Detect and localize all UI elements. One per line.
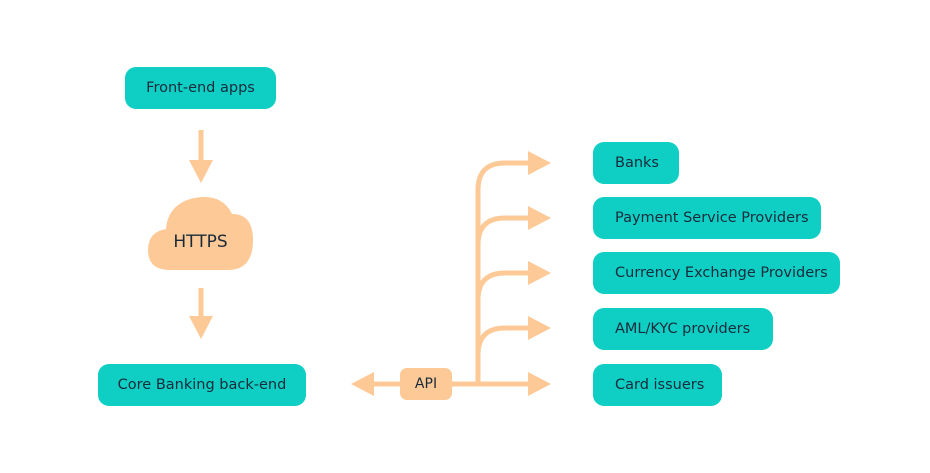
provider-aml-kyc-providers: AML/KYC providers: [593, 308, 773, 350]
arrowhead-payment-service-providers: [528, 206, 551, 230]
arrowhead-aml-kyc-providers: [528, 316, 551, 340]
frontend-to-https-arrow: [189, 130, 213, 183]
frontend-apps-node: Front-end apps: [125, 67, 276, 109]
provider-payment-service-providers: Payment Service Providers: [593, 197, 821, 239]
arrowhead-banks: [528, 151, 551, 175]
api-to-providers-connectors: [450, 160, 530, 387]
arrowhead-card-issuers: [528, 372, 551, 396]
https-label: HTTPS: [173, 232, 228, 252]
provider-arrowheads: [528, 151, 551, 396]
https-cloud-icon: [148, 197, 253, 270]
provider-banks: Banks: [593, 142, 679, 184]
provider-card-issuers: Card issuers: [593, 364, 722, 406]
api-node: API: [400, 368, 452, 400]
core-banking-backend-node: Core Banking back-end: [98, 364, 306, 406]
api-to-core-arrow: [351, 372, 402, 396]
arrowhead-currency-exchange-providers: [528, 261, 551, 285]
https-to-core-arrow: [189, 288, 213, 339]
provider-currency-exchange-providers: Currency Exchange Providers: [593, 252, 840, 294]
